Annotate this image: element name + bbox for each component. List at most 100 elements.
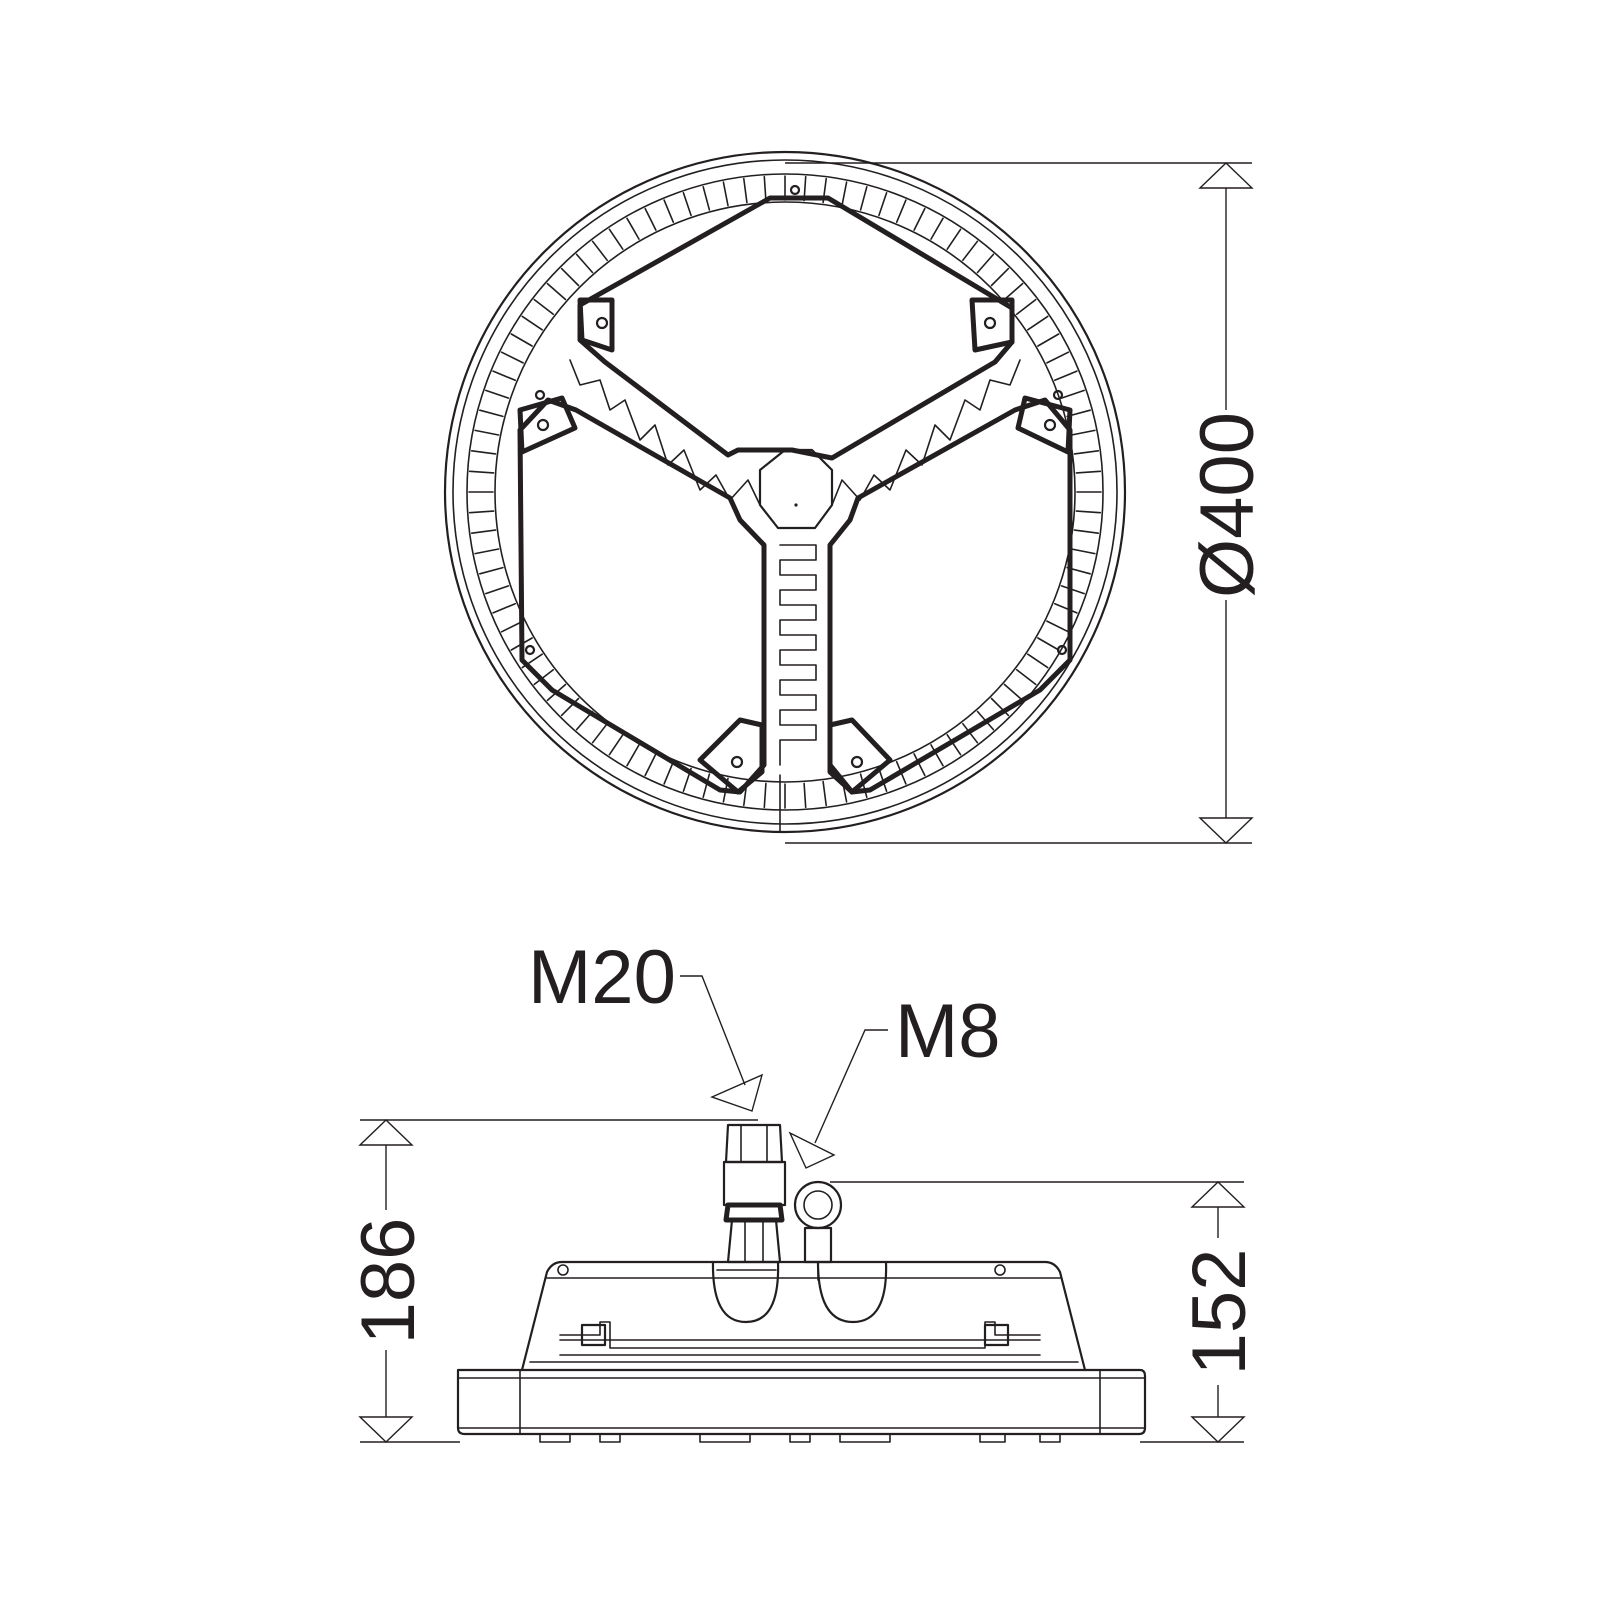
heat-sink-fin (976, 253, 995, 274)
heat-sink-fin (961, 240, 979, 262)
heat-sink-fin (859, 773, 868, 799)
led-module-top (577, 195, 1015, 461)
heat-sink-fins (468, 175, 1102, 809)
heat-sink-fin (913, 207, 926, 231)
heat-sink-fin (1015, 298, 1037, 316)
heat-sink-fin (546, 282, 567, 301)
fin-ring-outer (466, 173, 1104, 811)
heat-sink-fin (895, 199, 907, 223)
heat-sink-fin (913, 753, 926, 777)
center-point (794, 503, 798, 507)
heat-sink-fin (626, 217, 640, 240)
heat-sink-fin (702, 773, 711, 799)
heat-sink-fin (859, 186, 868, 211)
heat-sink-fin (930, 217, 944, 240)
internal-rail (559, 1321, 1041, 1356)
heat-sink-fin (591, 240, 609, 262)
height-body-label: 152 (1177, 1249, 1262, 1376)
eyebolt-label: M8 (895, 989, 1001, 1074)
gland-dome (711, 1260, 780, 1324)
heat-sink-fin (1046, 351, 1070, 364)
heat-sink-fin (722, 181, 729, 207)
tray-feet (539, 1433, 1061, 1443)
heat-sink-fin (1003, 683, 1024, 702)
heat-sink-fin (763, 175, 767, 202)
heat-sink-fin (533, 668, 555, 686)
eyebolt-dome (816, 1260, 888, 1324)
heat-sink-fin (1046, 620, 1070, 633)
heat-sink-fin (608, 228, 624, 250)
heat-sink-fin (682, 192, 692, 217)
housing-outer-ring (443, 150, 1127, 834)
heat-sink-fin (474, 429, 500, 436)
heat-sink-fin (468, 510, 495, 514)
heat-sink-fin (663, 760, 675, 785)
heat-sink-fin (608, 733, 624, 756)
heat-sink-fin (500, 351, 524, 364)
heat-sink-fin (1037, 333, 1060, 347)
heat-sink-fin (468, 470, 495, 474)
serpentine-trace-right (831, 359, 1021, 506)
heat-sink-fin (763, 782, 767, 809)
center-hub (758, 448, 834, 530)
heat-sink-fin (663, 199, 675, 223)
top-view: Ø400 (443, 150, 1270, 844)
heat-sink-fin (803, 782, 807, 809)
heat-sink-fin (1060, 585, 1085, 595)
heat-sink-fin (878, 192, 888, 217)
heat-sink-fin (492, 602, 517, 614)
heat-sink-fin (1060, 389, 1085, 399)
height-dimension-right (830, 1181, 1246, 1443)
heat-sink-fin (478, 409, 504, 418)
diameter-dimension (785, 162, 1254, 844)
heat-sink-fin (742, 177, 748, 204)
serpentine-trace-bottom (779, 544, 817, 766)
heat-sink-fin (1070, 548, 1096, 555)
heat-sink-fin (1027, 653, 1049, 669)
heat-sink-fin (1070, 429, 1096, 436)
heat-sink-fin (1027, 315, 1049, 331)
heat-sink-fin (484, 585, 510, 595)
heat-sink-fin (946, 228, 962, 250)
heat-sink-fin (533, 298, 555, 316)
side-view: 186 152 M20 M8 (346, 935, 1262, 1443)
eyebolt (793, 1180, 843, 1281)
heat-sink-fin (946, 733, 962, 756)
serpentine-trace-left (569, 359, 761, 506)
heat-sink-fin (626, 744, 640, 767)
heat-sink-fin (1075, 470, 1102, 474)
heat-sink-fin (510, 333, 533, 347)
height-total-label: 186 (346, 1218, 431, 1345)
heat-sink-fin (560, 267, 580, 287)
housing-second-ring (452, 159, 1118, 825)
fin-ring-inner (494, 201, 1076, 783)
heat-sink-fin (478, 566, 504, 575)
heat-sink-fin (474, 548, 500, 555)
m8-leader (788, 1029, 888, 1169)
heat-sink-fin (822, 780, 828, 807)
heat-sink-fin (591, 722, 609, 744)
heat-sink-fin (470, 449, 497, 455)
heat-sink-fin (1075, 510, 1102, 514)
m20-leader (680, 975, 764, 1112)
heat-sink-fin (484, 389, 510, 399)
heat-sink-fin (1037, 637, 1060, 651)
heat-sink-fin (990, 267, 1010, 287)
upper-housing (520, 1260, 1087, 1372)
heat-sink-fin (644, 207, 657, 231)
heat-sink-fin (930, 744, 944, 767)
heat-sink-fin (702, 186, 711, 211)
cable-gland-label: M20 (528, 935, 676, 1020)
heat-sink-fin (1073, 529, 1100, 535)
heat-sink-fin (470, 529, 497, 535)
heat-sink-fin (492, 370, 517, 382)
heat-sink-fin (644, 753, 657, 777)
heat-sink-fin (1054, 602, 1078, 614)
heat-sink-fin (1015, 668, 1037, 686)
heat-sink-fin (521, 315, 544, 331)
height-dimension-left (358, 1119, 758, 1443)
led-module-right (827, 397, 1073, 795)
heat-sink-fin (575, 253, 594, 274)
heat-sink-fin (1054, 370, 1078, 382)
